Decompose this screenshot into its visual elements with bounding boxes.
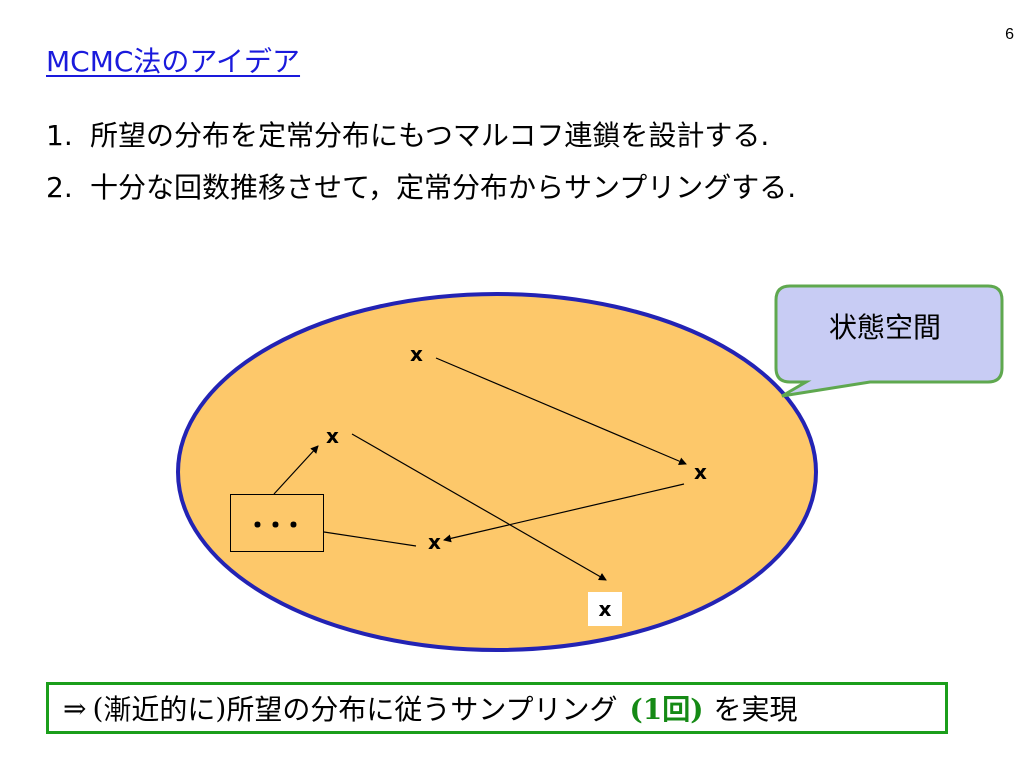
- ellipsis-text: ･･･: [250, 509, 304, 544]
- result-tail-text: を実現: [713, 693, 798, 726]
- result-box: ⇒ (漸近的に)所望の分布に従うサンプリング (1回) を実現: [46, 682, 948, 734]
- transition-arrow: [273, 445, 319, 495]
- state-space-region: [176, 292, 818, 652]
- close-paren: ): [215, 691, 227, 725]
- state-node: x: [428, 530, 441, 554]
- ellipsis-box: ･･･: [230, 494, 324, 552]
- state-node: x: [326, 424, 339, 448]
- state-space-label: 状態空間: [828, 311, 941, 344]
- step-item: 2. 十分な回数推移させて，定常分布からサンプリングする.: [46, 168, 796, 220]
- step-item: 1. 所望の分布を定常分布にもつマルコフ連鎖を設計する.: [46, 116, 796, 168]
- slide-title: MCMC法のアイデア: [46, 45, 301, 78]
- step-text: 十分な回数推移させて，定常分布からサンプリングする.: [90, 171, 797, 204]
- transition-arrow: [435, 357, 687, 465]
- step-number: 2.: [46, 171, 73, 204]
- asymptotic-text: 漸近的に: [103, 693, 216, 726]
- sample-count: (1回): [629, 693, 704, 726]
- step-text: 所望の分布を定常分布にもつマルコフ連鎖を設計する.: [90, 119, 770, 152]
- state-node: x: [694, 460, 707, 484]
- callout-bubble: [774, 284, 1004, 398]
- step-number: 1.: [46, 119, 73, 152]
- final-state-node: x: [588, 592, 622, 626]
- transition-line: [323, 531, 417, 547]
- transition-arrow: [443, 483, 685, 543]
- transition-arrow: [351, 433, 607, 581]
- final-state-mark: x: [598, 597, 612, 621]
- page-number: 6: [1005, 26, 1014, 43]
- result-main-text: 所望の分布に従うサンプリング: [226, 693, 618, 726]
- steps-list: 1. 所望の分布を定常分布にもつマルコフ連鎖を設計する. 2. 十分な回数推移させて…: [46, 116, 796, 220]
- state-node: x: [410, 342, 423, 366]
- implies-arrow: ⇒: [63, 691, 87, 725]
- open-paren: (: [92, 691, 104, 725]
